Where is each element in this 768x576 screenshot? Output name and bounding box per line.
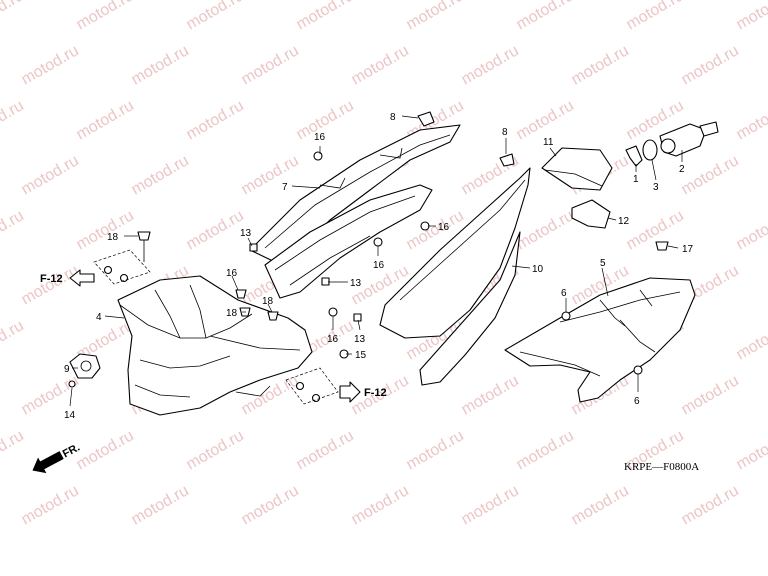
callout-9: 9 [64, 364, 70, 375]
callout-7: 7 [282, 182, 288, 193]
ref-label-right: F-12 [364, 387, 387, 399]
callout-13b: 13 [350, 278, 362, 289]
direction-indicator: FR. [32, 442, 82, 474]
callout-18c: 18 [262, 296, 274, 307]
callout-12: 12 [618, 216, 630, 227]
callout-6a: 6 [561, 288, 567, 299]
callout-17: 17 [682, 244, 694, 255]
part-3-seal [642, 139, 658, 161]
callout-16d: 16 [438, 222, 450, 233]
direction-label: FR. [61, 442, 82, 461]
callout-6b: 6 [634, 396, 640, 407]
part-9-clamp [69, 353, 101, 379]
part-5-carrier [504, 277, 696, 403]
callout-16b: 16 [226, 268, 238, 279]
callout-16a: 16 [314, 132, 326, 143]
diagram-code: KRPE—F0800A [624, 461, 699, 473]
callout-16e: 16 [327, 334, 339, 345]
ref-label-left: F-12 [40, 273, 63, 285]
ref-arrow-left: F-12 [40, 269, 95, 287]
ref-arrow-right: F-12 [339, 381, 387, 403]
callout-3: 3 [653, 182, 659, 193]
callout-1: 1 [633, 174, 639, 185]
part-1-clip [625, 145, 643, 167]
callout-5: 5 [600, 258, 606, 269]
part-4-front-cover [117, 275, 313, 416]
detail-box-right [285, 367, 339, 405]
detail-box-left [93, 249, 151, 285]
callout-2: 2 [679, 164, 685, 175]
callout-18b: 18 [226, 308, 238, 319]
callout-10: 10 [532, 264, 544, 275]
callouts: 1 2 3 4 5 6 6 7 8 8 9 10 11 12 13 13 13 … [64, 112, 694, 421]
callout-8a: 8 [390, 112, 396, 123]
callout-15: 15 [355, 350, 367, 361]
leader-lines [69, 115, 683, 407]
callout-11: 11 [543, 137, 554, 148]
callout-14: 14 [64, 410, 76, 421]
callout-13c: 13 [354, 334, 366, 345]
part-10-side-cover [379, 167, 531, 386]
callout-8b: 8 [502, 127, 508, 138]
callout-13a: 13 [240, 228, 252, 239]
center-cover [264, 184, 433, 299]
callout-4: 4 [96, 312, 102, 323]
part-12-bracket [571, 199, 611, 229]
callout-18a: 18 [107, 232, 119, 243]
part-11-box [541, 147, 613, 191]
callout-16c: 16 [373, 260, 385, 271]
part-2-key-set [659, 121, 719, 157]
